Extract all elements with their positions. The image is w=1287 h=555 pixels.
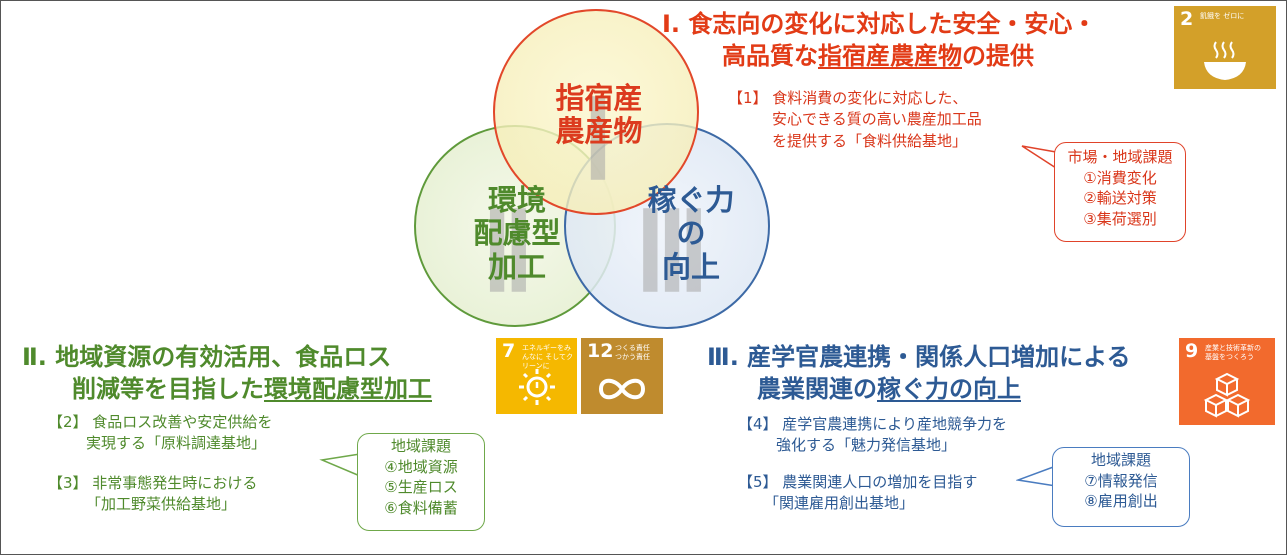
bowl-icon bbox=[1204, 41, 1246, 80]
section1-item1-line: 安心できる質の高い農産加工品 bbox=[772, 110, 982, 129]
section1-heading-pre: 高品質な bbox=[722, 42, 818, 71]
sdg-text: 産業と技術革新の 基盤をつくろう bbox=[1205, 344, 1261, 361]
callout-item: ⑧雇用創出 bbox=[1084, 492, 1158, 511]
callout-regional-issues-3: 地域課題 ⑦情報発信 ⑧雇用創出 bbox=[1052, 447, 1190, 527]
callout-red-tail bbox=[1021, 145, 1057, 169]
section3-item5: 【5】 農業関連人口の増加を目指す 「関連雇用創出基地」 bbox=[738, 472, 977, 515]
section3-item4-line: 強化する「魅力発信基地」 bbox=[776, 436, 957, 455]
sdg-number: 12 bbox=[587, 340, 614, 362]
callout-market-issues: 市場・地域課題 ①消費変化 ②輸送対策 ③集荷選別 bbox=[1054, 142, 1186, 242]
callout-green-tail bbox=[319, 453, 361, 477]
callout-blue-tail bbox=[1016, 465, 1057, 487]
section2-item2-line: 【2】 食品ロス改善や安定供給を bbox=[48, 413, 273, 431]
section3-heading: Ⅲ. 産学官農連携・関係人口増加による 農業関連の稼ぐ力の向上 bbox=[707, 341, 1130, 406]
venn-label-2-line: 加工 bbox=[487, 249, 546, 284]
callout-title: 地域課題 bbox=[390, 437, 451, 455]
section3-item5-line: 【5】 農業関連人口の増加を目指す bbox=[738, 473, 978, 491]
sdg-text: エネルギーをみんなに そしてクリーンに bbox=[522, 344, 574, 370]
section2-item2: 【2】 食品ロス改善や安定供給を 実現する「原料調達基地」 bbox=[48, 412, 272, 455]
section2-heading-line1: Ⅱ. 地域資源の有効活用、食品ロス bbox=[22, 343, 392, 371]
sun-icon bbox=[519, 369, 555, 405]
callout-item: ⑤生産ロス bbox=[384, 478, 458, 497]
section3-heading-line2: 農業関連の稼ぐ力の向上 bbox=[707, 373, 1130, 405]
callout-title: 地域課題 bbox=[1090, 451, 1151, 469]
callout-regional-issues-2: 地域課題 ④地域資源 ⑤生産ロス ⑥食料備蓄 bbox=[357, 433, 485, 531]
section2-item3-line: 【3】 非常事態発生時における bbox=[48, 474, 258, 492]
sdg-goal-7-tile: 7 エネルギーをみんなに そしてクリーンに bbox=[496, 338, 577, 414]
section1-heading: Ⅰ. 食志向の変化に対応した安全・安心・ 高品質な指宿産農産物の提供 bbox=[662, 8, 1096, 73]
section2-item3: 【3】 非常事態発生時における 「加工野菜供給基地」 bbox=[48, 473, 257, 516]
venn-label-1: 指宿産 農産物 bbox=[524, 81, 674, 149]
sdg-goal-12-tile: 12 つくる責任 つかう責任 bbox=[581, 338, 663, 414]
section2-heading-pre: 削減等を目指した bbox=[72, 375, 264, 404]
cubes-icon bbox=[1203, 372, 1251, 418]
sdg-text: 飢餓を ゼロに bbox=[1200, 12, 1245, 20]
callout-item: ⑦情報発信 bbox=[1084, 471, 1158, 490]
callout-item: ④地域資源 bbox=[384, 457, 458, 476]
section3-heading-underlined: 稼ぐ力の向上 bbox=[877, 375, 1021, 404]
section1-heading-underlined: 指宿産農産物 bbox=[818, 42, 962, 71]
sdg-number: 9 bbox=[1185, 340, 1199, 362]
callout-item: ①消費変化 bbox=[1083, 168, 1157, 187]
section1-item1-line: 【1】 食料消費の変化に対応した、 bbox=[728, 89, 968, 107]
section3-heading-line1: Ⅲ. 産学官農連携・関係人口増加による bbox=[707, 343, 1131, 371]
infinity-icon bbox=[598, 378, 646, 400]
section3-item4: 【4】 産学官農連携により産地競争力を 強化する「魅力発信基地」 bbox=[738, 414, 1007, 457]
callout-item: ⑥食料備蓄 bbox=[384, 499, 458, 518]
venn-label-1-line: 指宿産 bbox=[555, 81, 643, 115]
section2-item3-line: 「加工野菜供給基地」 bbox=[86, 495, 237, 514]
venn-label-2-line: 環境 bbox=[487, 183, 546, 217]
section3-item5-line: 「関連雇用創出基地」 bbox=[764, 494, 915, 513]
venn-label-2: 環境 配慮型 加工 bbox=[442, 183, 592, 284]
venn-label-2-line: 配慮型 bbox=[473, 216, 561, 251]
venn-label-3-line: 向上 bbox=[661, 249, 720, 284]
section1-item1-line: を提供する「食料供給基地」 bbox=[772, 131, 968, 150]
section1-item1: 【1】 食料消費の変化に対応した、 安心できる質の高い農産加工品 を提供する「食… bbox=[728, 88, 982, 152]
venn-label-1-line: 農産物 bbox=[555, 114, 643, 149]
section2-heading-underlined: 環境配慮型加工 bbox=[264, 375, 432, 404]
callout-item: ③集荷選別 bbox=[1083, 210, 1157, 229]
section2-heading-line2: 削減等を目指した環境配慮型加工 bbox=[22, 373, 432, 405]
sdg-number: 7 bbox=[502, 340, 516, 362]
sdg-goal-2-tile: 2 飢餓を ゼロに bbox=[1174, 6, 1276, 89]
section2-heading: Ⅱ. 地域資源の有効活用、食品ロス 削減等を目指した環境配慮型加工 bbox=[22, 341, 432, 406]
section3-item4-line: 【4】 産学官農連携により産地競争力を bbox=[738, 415, 1008, 433]
section2-item2-line: 実現する「原料調達基地」 bbox=[86, 434, 267, 453]
sdg-text: つくる責任 つかう責任 bbox=[615, 344, 650, 361]
callout-item: ②輸送対策 bbox=[1083, 189, 1157, 208]
venn-label-3: 稼ぐ力 の 向上 bbox=[616, 183, 766, 284]
callout-title: 市場・地域課題 bbox=[1067, 148, 1173, 166]
sdg-goal-9-tile: 9 産業と技術革新の 基盤をつくろう bbox=[1179, 338, 1275, 425]
section1-heading-post: の提供 bbox=[962, 42, 1034, 71]
sdg-number: 2 bbox=[1180, 8, 1194, 30]
venn-label-3-line: 稼ぐ力 bbox=[647, 183, 735, 217]
section1-heading-line2: 高品質な指宿産農産物の提供 bbox=[662, 40, 1096, 72]
section1-heading-line1: Ⅰ. 食志向の変化に対応した安全・安心・ bbox=[662, 10, 1097, 38]
section3-heading-pre: 農業関連の bbox=[757, 375, 877, 404]
venn-label-3-line: の bbox=[676, 216, 706, 251]
